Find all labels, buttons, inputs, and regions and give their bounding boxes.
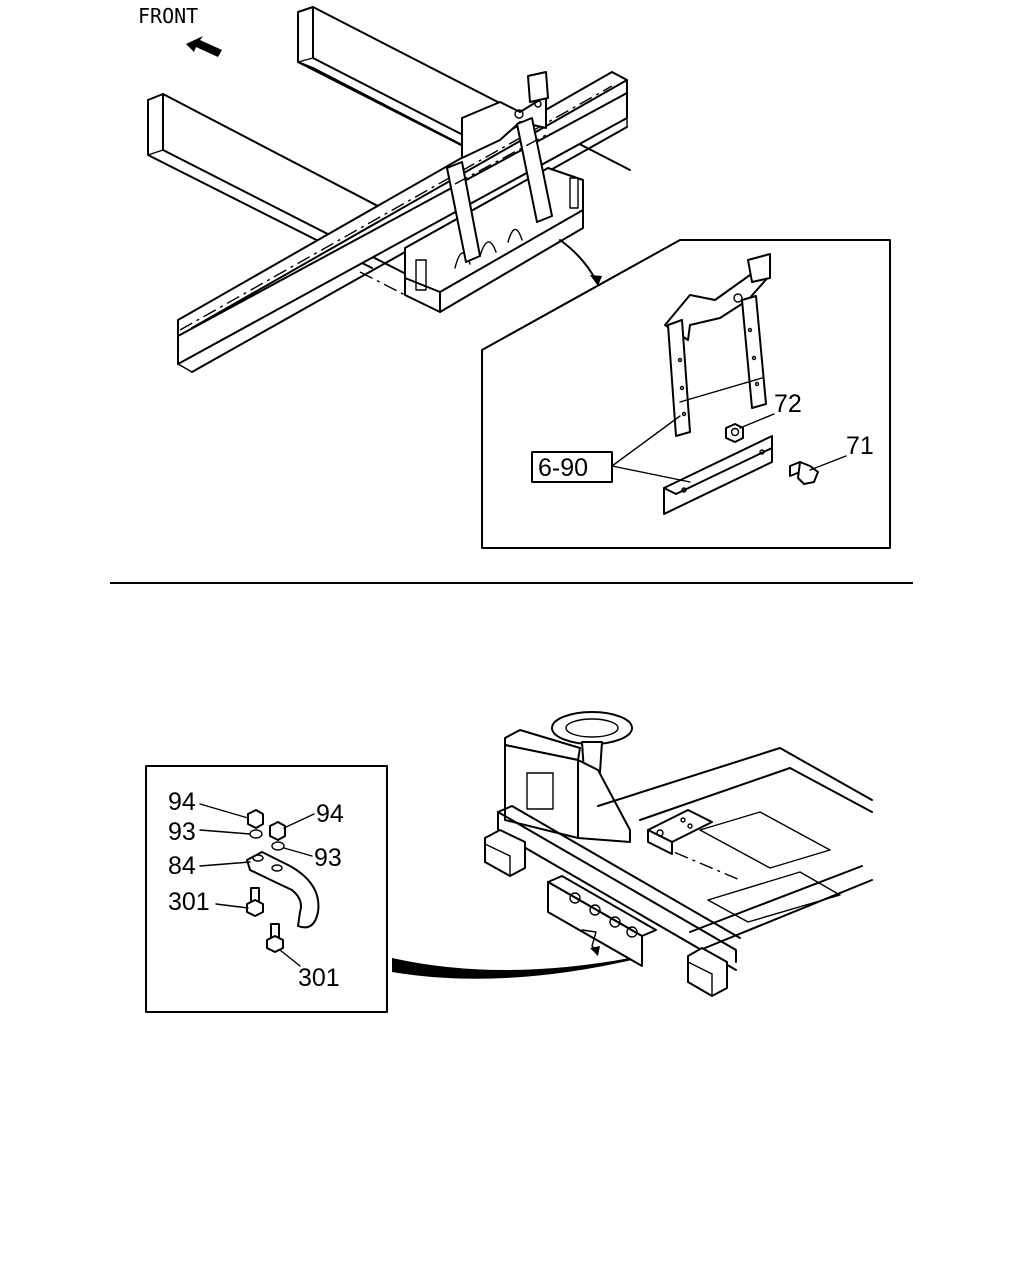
angle-bar (663, 435, 773, 515)
callout-93-left: 93 (168, 818, 196, 846)
nut-94-left (247, 809, 264, 829)
front-arrow-icon (186, 36, 222, 57)
hitch-plate (647, 809, 713, 855)
callout-94-right: 94 (316, 800, 344, 828)
callout-94-left: 94 (168, 788, 196, 816)
lower-view (392, 711, 873, 997)
callout-84: 84 (168, 852, 196, 880)
cab-block (504, 729, 631, 843)
nut-94-right (269, 821, 286, 841)
nut-72 (725, 423, 744, 443)
upper-view: FRONT (138, 4, 631, 373)
bolt-301-lower (266, 923, 284, 953)
upper-detail-inset: 6-90 72 71 (481, 239, 891, 549)
bumper-beam (547, 875, 657, 967)
callout-72: 72 (774, 390, 802, 418)
detail-pointer (392, 958, 632, 979)
callout-ref-box (531, 451, 613, 483)
washer-93-right (271, 841, 285, 851)
callout-71: 71 (846, 432, 874, 460)
tow-hook-location-icon (581, 929, 600, 956)
inset-bracket (664, 253, 771, 437)
frame-pads (484, 829, 728, 997)
bolt-71 (789, 461, 819, 485)
lower-detail-inset: 94 93 84 301 94 93 301 (145, 765, 388, 1013)
battery-bracket (446, 71, 553, 263)
front-label: FRONT (138, 4, 198, 28)
callout-301-upper: 301 (168, 888, 210, 916)
callout-301-lower: 301 (298, 964, 340, 992)
callout-ref: 6-90 (538, 454, 588, 482)
tow-hook-84 (246, 851, 320, 929)
callout-93-right: 93 (314, 844, 342, 872)
washer-93-left (249, 829, 263, 839)
bolt-301-upper (246, 887, 264, 917)
